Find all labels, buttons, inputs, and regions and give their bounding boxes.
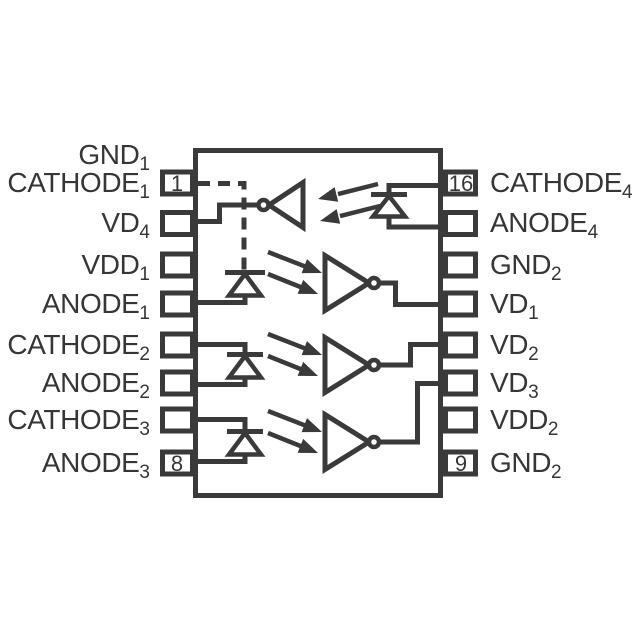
pin-box-cathode3 [160,406,195,434]
pin-label-vd2: VD2 [490,329,539,365]
pin-box-gnd2-top [443,251,478,279]
receiver-channel4 [256,177,306,233]
led-channel4 [368,183,443,230]
pin-box-anode4 [443,210,478,237]
pin-label-vdd1: VDD1 [81,249,151,285]
pin-number-8: 8 [170,451,184,476]
dashed-net-cathode1 [198,181,247,270]
pin-box-anode2 [160,369,195,397]
pin-box-vd2 [443,331,478,359]
pin-label-cathode3: CATHODE3 [7,404,150,440]
receiver-channel3 [322,381,443,475]
pin-label-vd4: VD4 [101,207,150,243]
led-channel3 [196,417,266,464]
pin-number-16: 16 [448,171,474,196]
pin-label-vd3: VD3 [490,367,539,403]
pin-boxes-left [160,169,195,477]
pin-box-cathode4 [443,169,478,197]
pin-box-anode3 [160,449,195,477]
pin-box-vd1 [443,290,478,318]
pin-number-9: 9 [454,451,468,476]
pin-box-anode1 [160,290,195,318]
receiver-channel1 [322,250,443,316]
pin-box-cathode2 [160,331,195,359]
led-channel2 [196,342,266,387]
wire-vd4-output [196,202,259,224]
pin-label-gnd2-bottom: GND2 [490,447,562,483]
pin-box-cathode1 [160,169,195,197]
pin-boxes-right [443,169,478,477]
pin-label-anode1: ANODE1 [41,288,150,324]
pin-label-vdd2: VDD2 [490,404,559,440]
pin-label-cathode4: CATHODE4 [490,167,633,203]
pin-box-vd4 [160,210,195,237]
pin-label-anode2: ANODE2 [41,367,150,403]
pin-box-vdd2 [443,406,478,434]
pin-label-gnd2-top: GND2 [490,249,562,285]
pin-box-vdd1 [160,251,195,279]
pin-label-cathode1: CATHODE1 [7,167,150,203]
pin-label-cathode2: CATHODE2 [7,329,150,365]
receiver-channel2 [322,332,443,398]
pin-number-1: 1 [170,171,184,196]
led-channel1 [196,270,266,305]
pin-label-gnd1: GND1 [78,139,150,175]
pin-box-vd3 [443,369,478,397]
pin-label-anode4: ANODE4 [490,207,599,243]
pin-label-vd1: VD1 [490,288,539,324]
pin-label-anode3: ANODE3 [41,447,150,483]
pin-box-gnd2-bottom [443,449,478,477]
